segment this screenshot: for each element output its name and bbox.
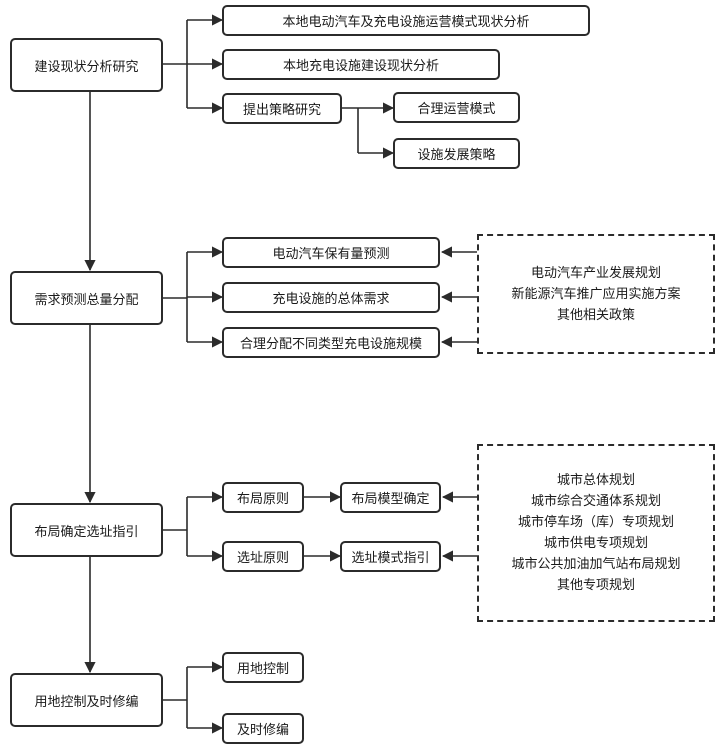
strategy-research-box[interactable]: 提出策略研究 xyxy=(222,93,342,124)
demand-input-text: 新能源汽车推广应用实施方案 xyxy=(511,286,681,302)
layout-model-box[interactable]: 布局模型确定 xyxy=(340,482,441,513)
layout-input-text: 其他专项规划 xyxy=(556,578,635,593)
operation-mode-box[interactable]: 合理运营模式 xyxy=(393,92,520,123)
operation-status-analysis-box[interactable]: 本地电动汽车及充电设施运营模式现状分析 xyxy=(222,5,590,36)
step-land-control[interactable]: 用地控制及时修编 xyxy=(10,673,163,727)
layout-principle-box[interactable]: 布局原则 xyxy=(222,482,304,513)
step-layout-siting[interactable]: 布局确定选址指引 xyxy=(10,503,163,557)
timely-revision-box[interactable]: 及时修编 xyxy=(222,713,304,744)
charging-total-demand-box[interactable]: 充电设施的总体需求 xyxy=(222,282,440,313)
land-control-box[interactable]: 用地控制 xyxy=(222,652,304,683)
step-demand-forecast[interactable]: 需求预测总量分配 xyxy=(10,271,163,325)
layout-input-text: 城市供电专项规划 xyxy=(543,536,648,551)
layout-input-text: 城市总体规划 xyxy=(556,473,635,488)
demand-input-text: 电动汽车产业发展规划 xyxy=(530,265,661,281)
demand-input-text: 其他相关政策 xyxy=(556,307,635,323)
facility-scale-allocation-box[interactable]: 合理分配不同类型充电设施规模 xyxy=(222,327,440,358)
siting-mode-box[interactable]: 选址模式指引 xyxy=(340,541,441,572)
ev-ownership-forecast-box[interactable]: 电动汽车保有量预测 xyxy=(222,237,440,268)
layout-input-text: 城市停车场（库）专项规划 xyxy=(517,515,674,530)
step-status-analysis[interactable]: 建设现状分析研究 xyxy=(10,38,163,92)
layout-input-text: 城市综合交通体系规划 xyxy=(530,494,661,509)
development-strategy-box[interactable]: 设施发展策略 xyxy=(393,138,520,169)
demand-inputs-box: 电动汽车产业发展规划 新能源汽车推广应用实施方案 其他相关政策 xyxy=(477,234,715,354)
layout-input-text: 城市公共加油加气站布局规划 xyxy=(511,557,681,572)
layout-inputs-box: 城市总体规划 城市综合交通体系规划 城市停车场（库）专项规划 城市供电专项规划 … xyxy=(477,444,715,622)
construction-status-analysis-box[interactable]: 本地充电设施建设现状分析 xyxy=(222,49,500,80)
siting-principle-box[interactable]: 选址原则 xyxy=(222,541,304,572)
